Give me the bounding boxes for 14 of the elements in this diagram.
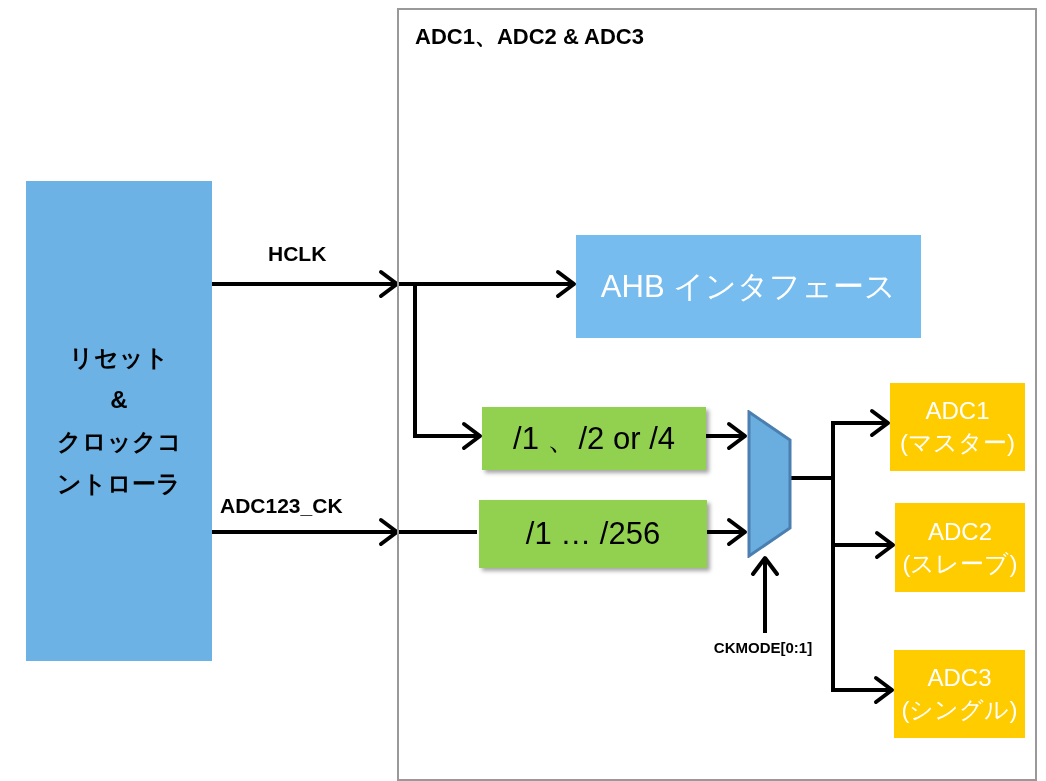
adc-box: ADC3 (シングル) <box>894 650 1025 738</box>
controller-box: リセット & クロックコントローラ <box>26 181 212 661</box>
arrow <box>751 556 779 633</box>
arrow <box>212 518 399 546</box>
heading: ADC1、ADC2 & ADC3 <box>415 23 644 51</box>
adc-box: ADC1 (マスター) <box>890 383 1025 471</box>
arrow <box>397 282 482 450</box>
interface-box: AHB インタフェース <box>576 235 921 338</box>
block-frame <box>397 8 1037 781</box>
connector-line <box>397 530 477 534</box>
adc-box: ADC2 (スレーブ) <box>895 503 1025 592</box>
arrow <box>790 476 894 704</box>
signal-label: CKMODE[0:1] <box>688 635 838 659</box>
arrow <box>212 270 399 298</box>
